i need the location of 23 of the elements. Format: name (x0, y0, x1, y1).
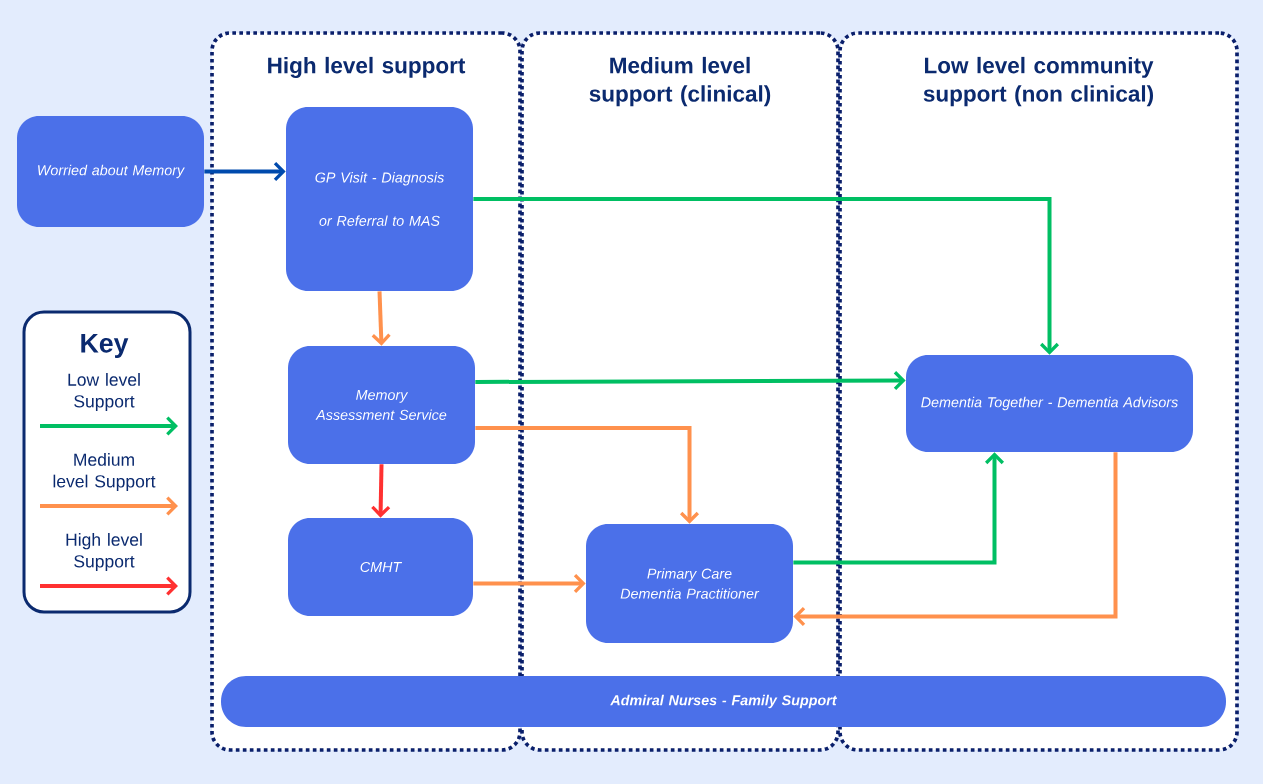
process-box: Memory Assessment Service (288, 346, 475, 464)
process-box: CMHT (288, 518, 473, 616)
lane-title: High level support (268, 56, 466, 78)
legend-title: Key (81, 334, 129, 358)
legend-text: Medium level Support (53, 453, 156, 491)
arrow (793, 452, 1004, 565)
process-box: Dementia Together - Dementia Advisors (906, 355, 1193, 452)
arrow (793, 452, 1118, 626)
lane-title: Medium level support (clinical) (589, 56, 771, 107)
arrow (473, 574, 586, 593)
arrow (473, 197, 1059, 355)
arrow (475, 426, 699, 524)
process-box: Worried about Memory (17, 116, 204, 227)
arrow (371, 291, 391, 346)
legend-text: Low level Support (68, 373, 140, 411)
arrow (475, 371, 906, 391)
legend-text: High level Support (66, 533, 142, 571)
process-box: GP Visit - Diagnosis or Referral to MAS (286, 107, 473, 291)
arrow (204, 161, 286, 181)
band-box: Admiral Nurses - Family Support (221, 676, 1226, 727)
arrow (371, 464, 391, 518)
lane-title: Low level community support (non clinical) (923, 56, 1154, 107)
process-box: Primary Care Dementia Practitioner (586, 524, 793, 643)
